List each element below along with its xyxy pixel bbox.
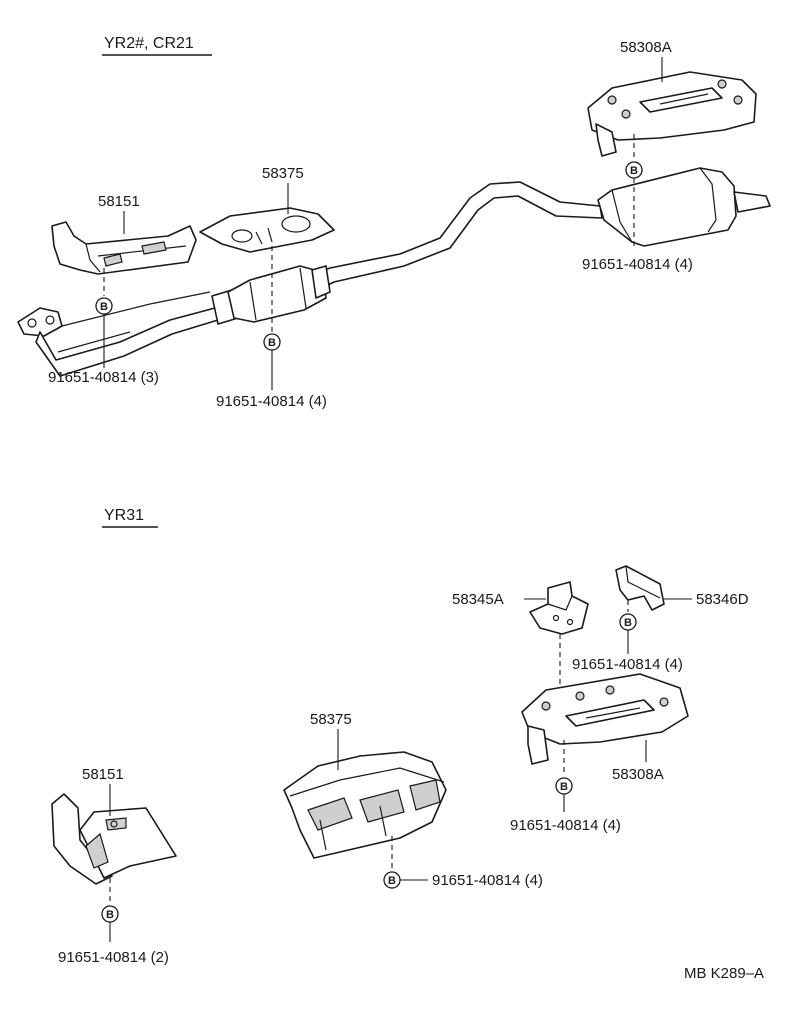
bolt-lower-brackets: B xyxy=(619,600,637,654)
converter-shield-lower xyxy=(283,751,447,859)
label-bolt-upper-rear: 91651-40814 (4) xyxy=(582,256,693,273)
bolt-lower-converter: B xyxy=(383,836,428,889)
bracket-58345a xyxy=(529,581,589,635)
bolt-symbol: B xyxy=(106,909,114,921)
label-58151-lower: 58151 xyxy=(82,766,124,783)
label-58345a: 58345A xyxy=(452,591,504,608)
label-bolt-lower-rear: 91651-40814 (4) xyxy=(510,817,621,834)
label-bolt-lower-converter: 91651-40814 (4) xyxy=(432,872,543,889)
bolt-upper-rear: B xyxy=(625,134,643,248)
label-58308a-lower: 58308A xyxy=(612,766,664,783)
figure-code: MB K289–A xyxy=(684,965,764,982)
rear-shield-lower xyxy=(521,673,689,765)
label-bolt-lower-brackets: 91651-40814 (4) xyxy=(572,656,683,673)
bolt-symbol: B xyxy=(560,781,568,793)
label-58308a-upper: 58308A xyxy=(620,39,672,56)
bolt-upper-converter: B xyxy=(263,246,281,390)
exhaust-pipe-assembly xyxy=(17,167,771,377)
label-58151-upper: 58151 xyxy=(98,193,140,210)
bolt-symbol: B xyxy=(268,337,276,349)
bolt-symbol: B xyxy=(388,875,396,887)
bolt-symbol: B xyxy=(100,301,108,313)
rear-shield-upper xyxy=(587,71,757,157)
bracket-58346d xyxy=(615,565,665,611)
manifold-shield-upper xyxy=(51,221,197,275)
bolt-lower-rear: B xyxy=(555,740,573,812)
bolt-symbol: B xyxy=(630,165,638,177)
bolt-upper-manifold: B xyxy=(95,268,113,368)
bolt-symbol: B xyxy=(624,617,632,629)
label-bolt-lower-manifold: 91651-40814 (2) xyxy=(58,949,169,966)
section-title-lower: YR31 xyxy=(104,507,144,524)
label-58346d: 58346D xyxy=(696,591,749,608)
label-bolt-upper-manifold: 91651-40814 (3) xyxy=(48,369,159,386)
converter-shield-upper xyxy=(199,207,335,253)
manifold-shield-lower xyxy=(51,793,177,885)
section-title-upper: YR2#, CR21 xyxy=(104,35,194,52)
bolt-lower-manifold: B xyxy=(101,878,119,942)
label-58375-lower: 58375 xyxy=(310,711,352,728)
label-58375-upper: 58375 xyxy=(262,165,304,182)
label-bolt-upper-converter: 91651-40814 (4) xyxy=(216,393,327,410)
